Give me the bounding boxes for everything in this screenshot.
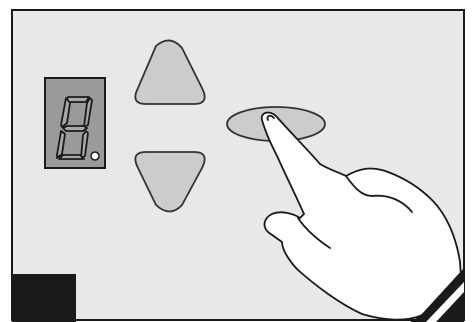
segment-g (63, 126, 87, 131)
corner-block (12, 274, 76, 322)
segment-d (59, 155, 84, 159)
decimal-point (91, 152, 99, 160)
seven-segment-display (45, 78, 105, 168)
